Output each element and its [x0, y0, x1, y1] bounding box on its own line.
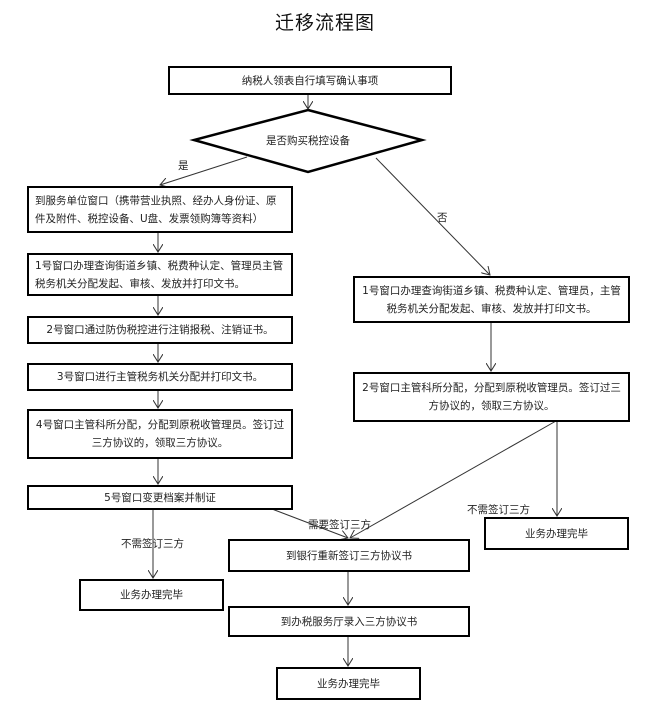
diagram-title: 迁移流程图 — [274, 12, 375, 34]
edge-label-need-sign: 需要签订三方 — [308, 519, 371, 531]
yes-window4-box: 4号窗口主管科所分配，分配到原税收管理员。签订过三方协议的，领取三方协议。 — [27, 409, 293, 459]
edge-left-bank — [271, 508, 348, 538]
bank-sign-box: 到银行重新签订三方协议书 — [228, 539, 470, 572]
yes-service-window-box: 到服务单位窗口（携带营业执照、经办人身份证、原件及附件、税控设备、U盘、发票领购… — [27, 186, 293, 233]
edge-label-no-need-right: 不需签订三方 — [467, 504, 530, 516]
yes-window1-box: 1号窗口办理查询街道乡镇、税费种认定、管理员主管税务机关分配发起、审核、发放并打… — [27, 253, 293, 296]
done-final-box: 业务办理完毕 — [276, 667, 421, 700]
yes-window3-box: 3号窗口进行主管税务机关分配并打印文书。 — [27, 363, 293, 391]
decision-label: 是否购买税控设备 — [266, 135, 350, 147]
no-window1-box: 1号窗口办理查询街道乡镇、税费种认定、管理员，主管税务机关分配发起、审核、发放并… — [353, 276, 630, 323]
edge-decision-yes — [160, 156, 248, 185]
edge-label-yes: 是 — [178, 160, 189, 172]
yes-window5-box: 5号窗口变更档案并制证 — [27, 485, 293, 510]
no-window2-box: 2号窗口主管科所分配，分配到原税收管理员。签订过三方协议的，领取三方协议。 — [353, 372, 630, 422]
tax-hall-entry-box: 到办税服务厅录入三方协议书 — [228, 606, 470, 637]
edge-right-bank — [350, 420, 557, 538]
edge-decision-no — [375, 157, 490, 275]
done-right-box: 业务办理完毕 — [484, 517, 629, 550]
done-left-box: 业务办理完毕 — [79, 579, 224, 611]
decision-diamond — [189, 108, 427, 174]
edge-label-no-need-left: 不需签订三方 — [121, 538, 184, 550]
start-box: 纳税人领表自行填写确认事项 — [168, 66, 452, 95]
yes-window2-box: 2号窗口通过防伪税控进行注销报税、注销证书。 — [27, 316, 293, 344]
edge-label-no: 否 — [437, 212, 448, 224]
